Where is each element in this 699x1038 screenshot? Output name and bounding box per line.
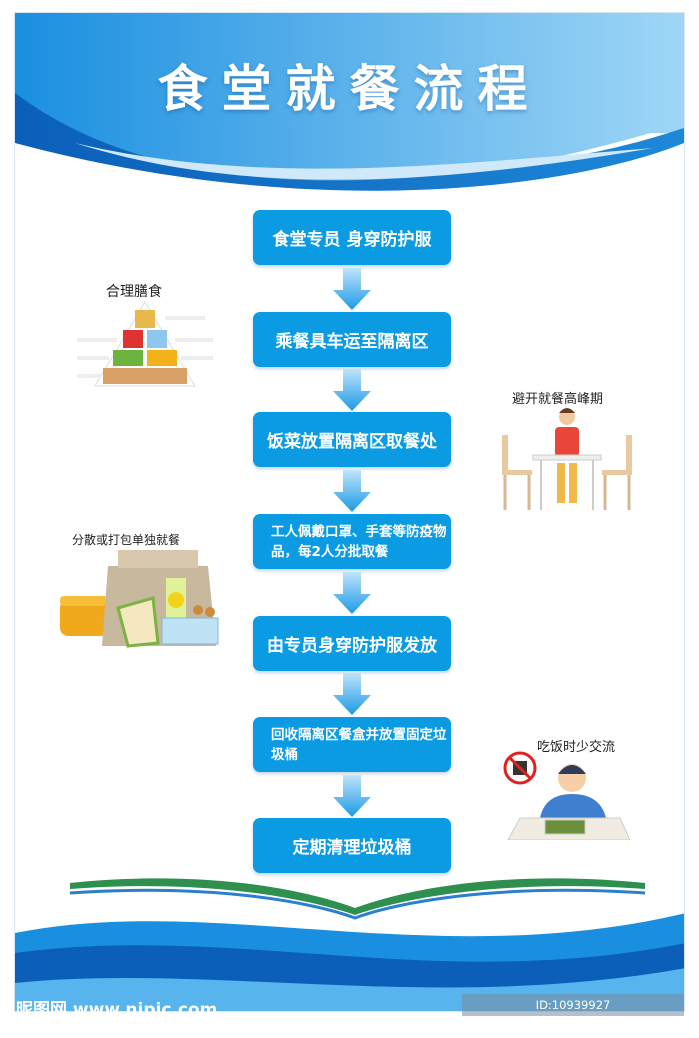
takeaway-bag-image	[60, 550, 219, 648]
person-eating-image	[503, 751, 631, 840]
page-title: 食堂就餐流程	[157, 60, 542, 118]
header-wave	[15, 13, 684, 191]
down-arrow-icon	[333, 470, 371, 512]
watermark-site: 昵图网 www.nipic.com	[16, 1000, 218, 1020]
step-1: 食堂专员 身穿防护服	[253, 210, 451, 265]
step-6: 回收隔离区餐盒并放置固定垃圾桶	[253, 717, 451, 772]
down-arrow-icon	[333, 572, 371, 614]
caption-less-talk: 吃饭时少交流	[537, 740, 616, 755]
footer-wave	[15, 878, 684, 1011]
step-5: 由专员身穿防护服发放	[253, 616, 451, 671]
down-arrow-icon	[333, 369, 371, 411]
food-pyramid-image	[77, 301, 213, 387]
caption-diet: 合理膳食	[106, 284, 162, 300]
caption-avoid-peak: 避开就餐高峰期	[512, 392, 604, 407]
step-7: 定期清理垃圾桶	[253, 818, 451, 873]
step-2: 乘餐具车运至隔离区	[253, 312, 451, 367]
step-4: 工人佩戴口罩、手套等防疫物品，每2人分批取餐	[253, 514, 451, 569]
step-3: 饭菜放置隔离区取餐处	[253, 412, 451, 467]
down-arrow-icon	[333, 268, 371, 310]
watermark-id: ID:10939927 NO:20220303170305809103	[462, 994, 684, 1034]
down-arrow-icon	[333, 775, 371, 817]
person-dining-image	[502, 408, 632, 510]
caption-separate: 分散或打包单独就餐	[72, 533, 181, 547]
down-arrow-icon	[333, 673, 371, 715]
